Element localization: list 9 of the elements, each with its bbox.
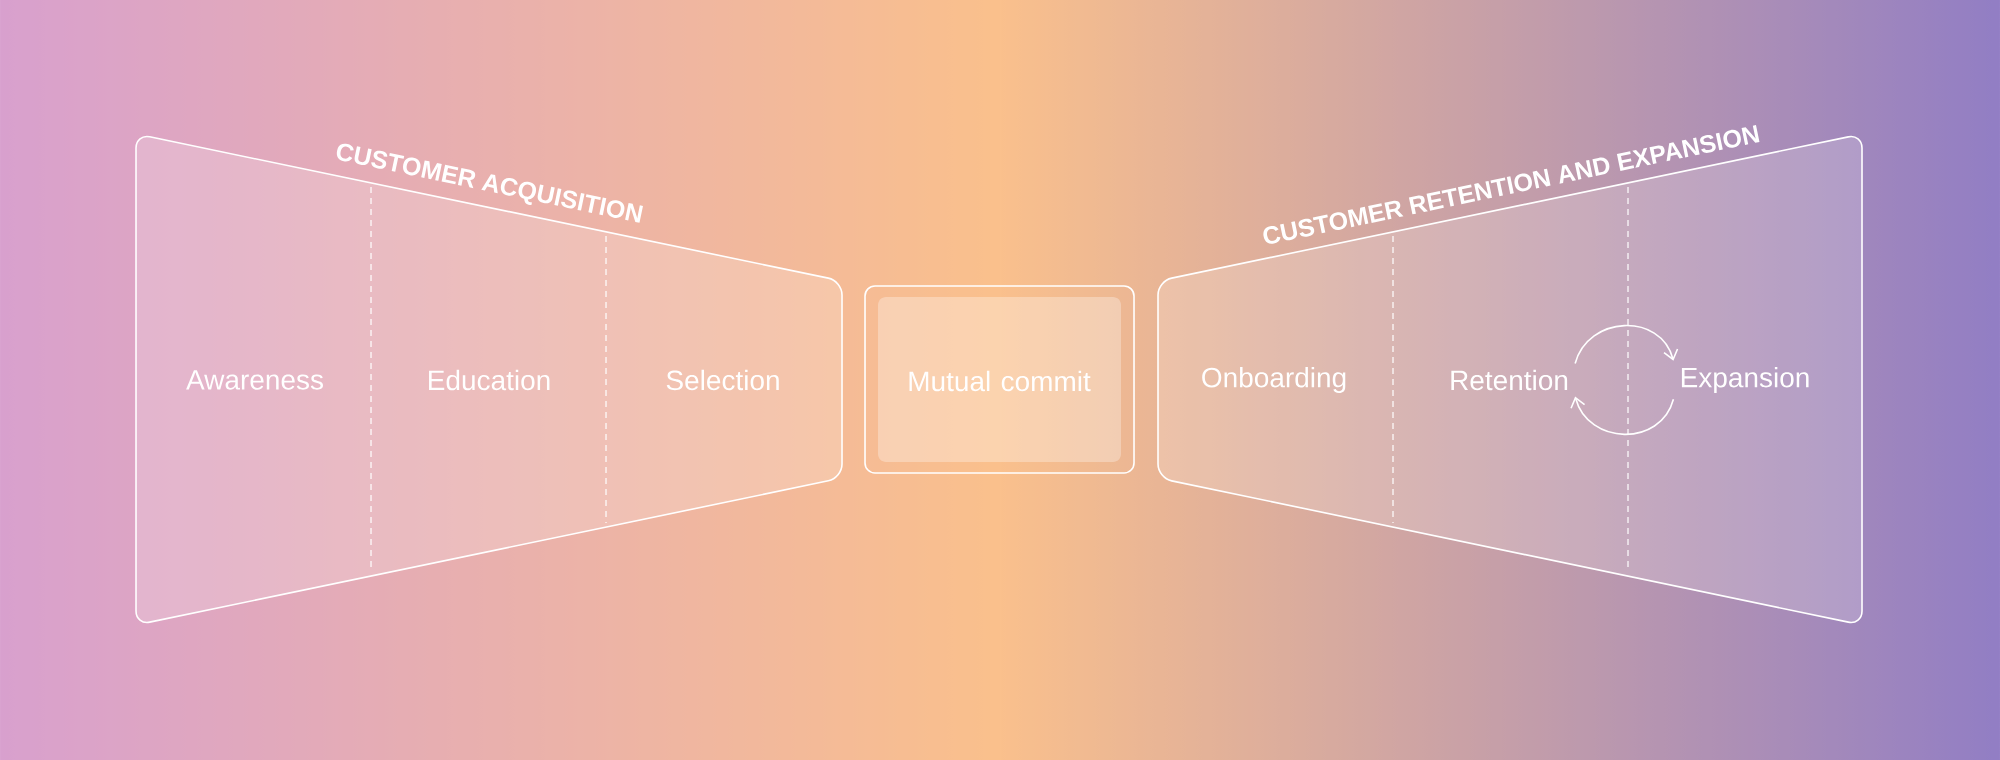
stage-label: Selection	[666, 369, 779, 391]
stage-label: Expansion	[1681, 366, 1809, 394]
cycle-arrow	[1570, 396, 1675, 436]
stage-label: Retention	[1451, 369, 1568, 391]
stage-label: Awareness	[186, 370, 323, 390]
stage-label: Education	[429, 369, 550, 391]
stage-label: Onboarding	[1202, 366, 1346, 394]
stage-box: Mutual commit	[864, 285, 1135, 474]
cycle-arrow	[1574, 324, 1679, 365]
